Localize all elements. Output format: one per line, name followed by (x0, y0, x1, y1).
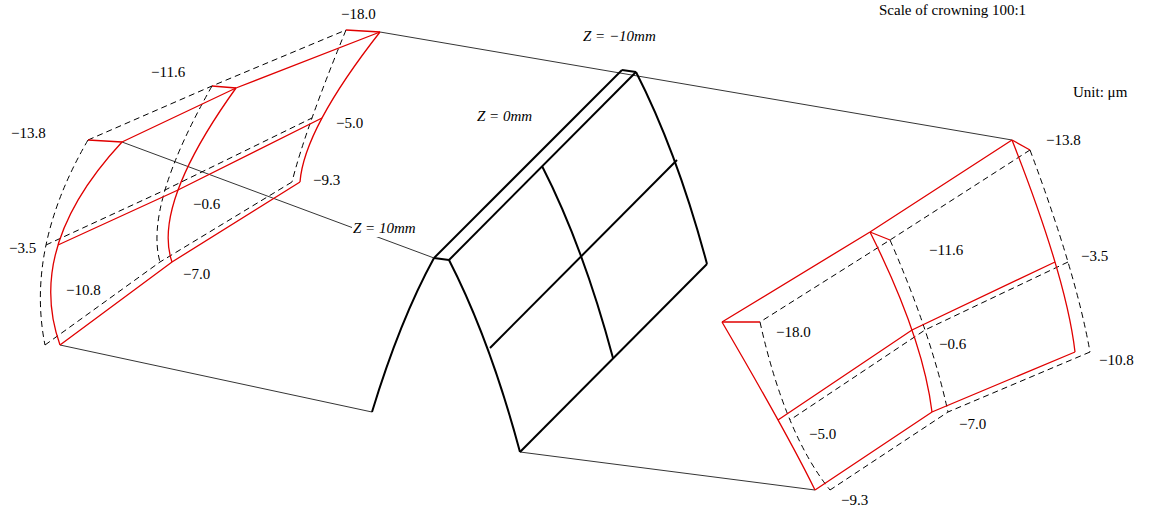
deviation-value: −11.6 (150, 64, 186, 81)
crowned-surface (51, 30, 1075, 490)
deviation-value: −0.6 (938, 336, 967, 353)
deviation-value: −3.5 (1080, 248, 1109, 265)
gear-tooth (372, 70, 707, 452)
deviation-value: −5.0 (335, 115, 364, 132)
deviation-value: −7.0 (958, 416, 987, 433)
unit-note: Unit: μm (1072, 84, 1128, 101)
section-label: Z = −10mm (582, 28, 657, 45)
deviation-value: −9.3 (840, 492, 869, 509)
deviation-value: −18.0 (775, 324, 812, 341)
deviation-value: −13.8 (10, 125, 47, 142)
scale-note: Scale of crowning 100:1 (878, 2, 1027, 19)
section-label: Z = 0mm (476, 108, 533, 125)
deviation-value: −0.6 (192, 196, 221, 213)
deviation-value: −7.0 (182, 266, 211, 283)
deviation-value: −9.3 (312, 172, 341, 189)
deviation-value: −11.6 (928, 242, 964, 259)
nominal-surface (40, 30, 1090, 490)
deviation-value: −18.0 (340, 6, 377, 23)
deviation-value: −3.5 (8, 240, 37, 257)
deviation-value: −10.8 (1098, 352, 1135, 369)
deviation-value: −10.8 (65, 282, 102, 299)
projection-lines (60, 32, 1012, 490)
deviation-value: −5.0 (808, 426, 837, 443)
deviation-value: −13.8 (1045, 132, 1082, 149)
section-label: Z = 10mm (352, 220, 417, 237)
